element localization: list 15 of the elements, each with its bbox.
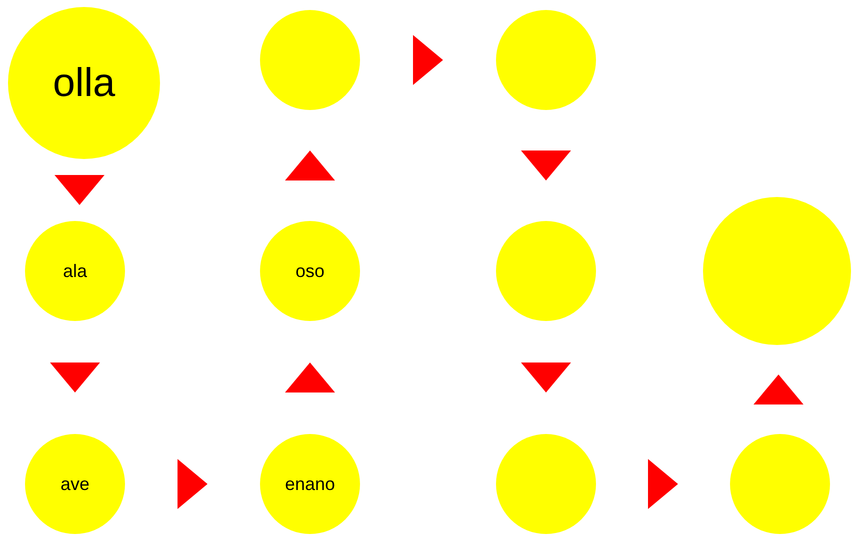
- node-label: olla: [52, 63, 116, 103]
- arrow: [648, 459, 678, 509]
- node-label: ave: [60, 475, 90, 493]
- arrow: [285, 362, 335, 392]
- arrow: [521, 150, 571, 180]
- arrow: [754, 374, 804, 404]
- node-label: ala: [62, 262, 88, 280]
- node-label: enano: [284, 475, 336, 493]
- arrow: [50, 362, 100, 392]
- node-label: oso: [295, 262, 325, 280]
- arrow: [521, 362, 571, 392]
- arrow: [413, 35, 443, 85]
- arrow: [54, 175, 104, 205]
- arrow: [285, 150, 335, 180]
- arrow: [178, 459, 208, 509]
